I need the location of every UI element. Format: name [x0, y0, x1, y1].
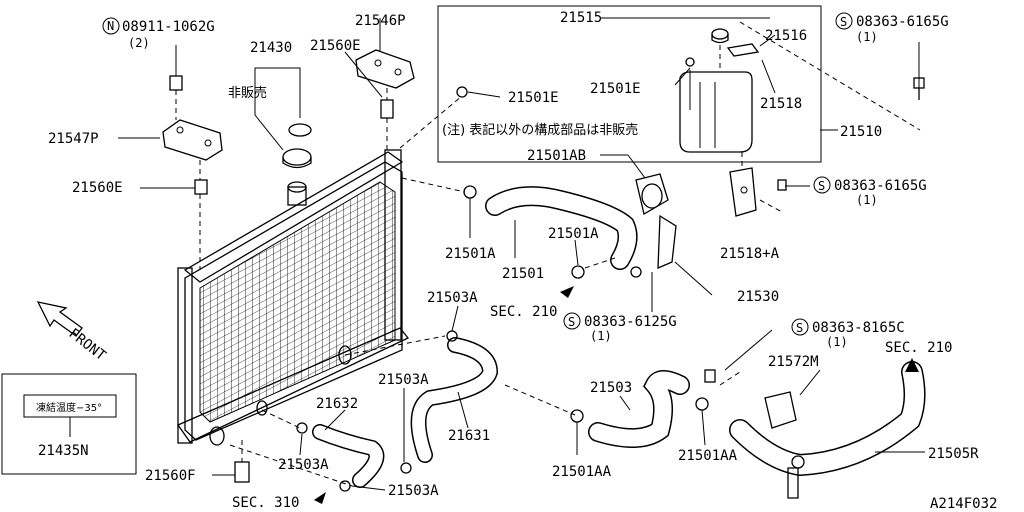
- sec310-arrow: [314, 492, 326, 504]
- label-21503A-mid: 21503A: [378, 372, 429, 388]
- label-21560E: 21560E: [72, 180, 123, 196]
- label-21430: 21430: [250, 40, 292, 56]
- label-21632: 21632: [316, 396, 358, 412]
- label-21501AB: 21501AB: [527, 148, 586, 164]
- radiator-cap: [254, 67, 312, 169]
- label-21560F: 21560F: [145, 468, 196, 484]
- part-labels: N 08911-1062G (2) 21430 21560E 21546P 非販…: [36, 10, 997, 512]
- screw-symbol-icon-1: [835, 12, 853, 30]
- sec210-arrow-left: [560, 286, 574, 298]
- label-not-for-sale: 非販売: [228, 85, 267, 101]
- label-21501A-a: 21501A: [445, 246, 496, 262]
- screw-symbol-icon-4: [791, 318, 809, 336]
- mounting-bracket-top: [344, 18, 415, 150]
- antifreeze-text: 凍結温度−35°: [36, 401, 102, 414]
- qty-08363-6165G-top: (1): [856, 30, 878, 44]
- bolts: [739, 21, 925, 131]
- label-21501E-b: 21501E: [590, 81, 641, 97]
- label-21501E-a: 21501E: [508, 90, 559, 106]
- label-21503A-top: 21503A: [427, 290, 478, 306]
- label-21503: 21503: [590, 380, 632, 396]
- nut-symbol-icon: [102, 17, 120, 35]
- leader-lines: [118, 17, 925, 491]
- sec210-arrow-up: [905, 358, 919, 372]
- upper-radiator-hose: [401, 177, 638, 279]
- mounting-bracket-left: [162, 75, 223, 270]
- label-21501AA-a: 21501AA: [552, 464, 612, 480]
- label-21518A: 21518+A: [720, 246, 780, 262]
- label-21631: 21631: [448, 428, 490, 444]
- screw-symbol-icon-2: [813, 176, 831, 194]
- qty-08363-8165C: (1): [826, 335, 848, 349]
- qty-08911: (2): [128, 36, 150, 50]
- nut-symbol-letter: N: [107, 19, 114, 33]
- label-21518: 21518: [760, 96, 802, 112]
- label-21501: 21501: [502, 266, 544, 282]
- svg-text:S: S: [796, 321, 803, 335]
- label-sec310: SEC. 310: [232, 495, 299, 511]
- label-sec210-b: SEC. 210: [885, 340, 952, 356]
- label-sec210-a: SEC. 210: [490, 304, 557, 320]
- label-21503A-low: 21503A: [278, 457, 329, 473]
- diagram-code: A214F032: [930, 496, 997, 512]
- label-21547P: 21547P: [48, 131, 99, 147]
- thermostat-housing: [600, 154, 713, 296]
- label-21503A-bot: 21503A: [388, 483, 439, 499]
- svg-text:S: S: [818, 179, 825, 193]
- label-08363-6125G: 08363-6125G: [584, 314, 677, 330]
- label-21516: 21516: [765, 28, 807, 44]
- radiator: [177, 149, 410, 446]
- lower-hoses: [229, 330, 926, 499]
- qty-08363-6165G-mid: (1): [856, 193, 878, 207]
- label-front: FRONT: [66, 326, 110, 365]
- label-21515: 21515: [560, 10, 602, 26]
- screw-symbol-icon-3: [563, 312, 581, 330]
- front-arrow: [36, 301, 83, 337]
- label-08363-6165G-top: 08363-6165G: [856, 14, 949, 30]
- label-21435N: 21435N: [38, 443, 89, 459]
- label-21546P: 21546P: [355, 13, 406, 29]
- reservoir-tank: [679, 28, 760, 153]
- reservoir-bracket: [729, 152, 810, 217]
- note-not-for-sale: (注) 表記以外の構成部品は非販売: [442, 122, 638, 138]
- svg-text:S: S: [840, 15, 847, 29]
- reservoir-group-box: [437, 5, 822, 163]
- label-21501AA-b: 21501AA: [678, 448, 738, 464]
- label-08363-8165C: 08363-8165C: [812, 320, 905, 336]
- antifreeze-label-panel: [1, 373, 137, 475]
- label-21505R: 21505R: [928, 446, 979, 462]
- label-08911-1062G: 08911-1062G: [122, 19, 215, 35]
- svg-text:S: S: [568, 315, 575, 329]
- label-21560E-top: 21560E: [310, 38, 361, 54]
- qty-08363-6125G: (1): [590, 329, 612, 343]
- label-21510: 21510: [840, 124, 882, 140]
- label-08363-6165G-mid: 08363-6165G: [834, 178, 927, 194]
- label-21572M: 21572M: [768, 354, 819, 370]
- label-21501A-b: 21501A: [548, 226, 599, 242]
- label-21530: 21530: [737, 289, 779, 305]
